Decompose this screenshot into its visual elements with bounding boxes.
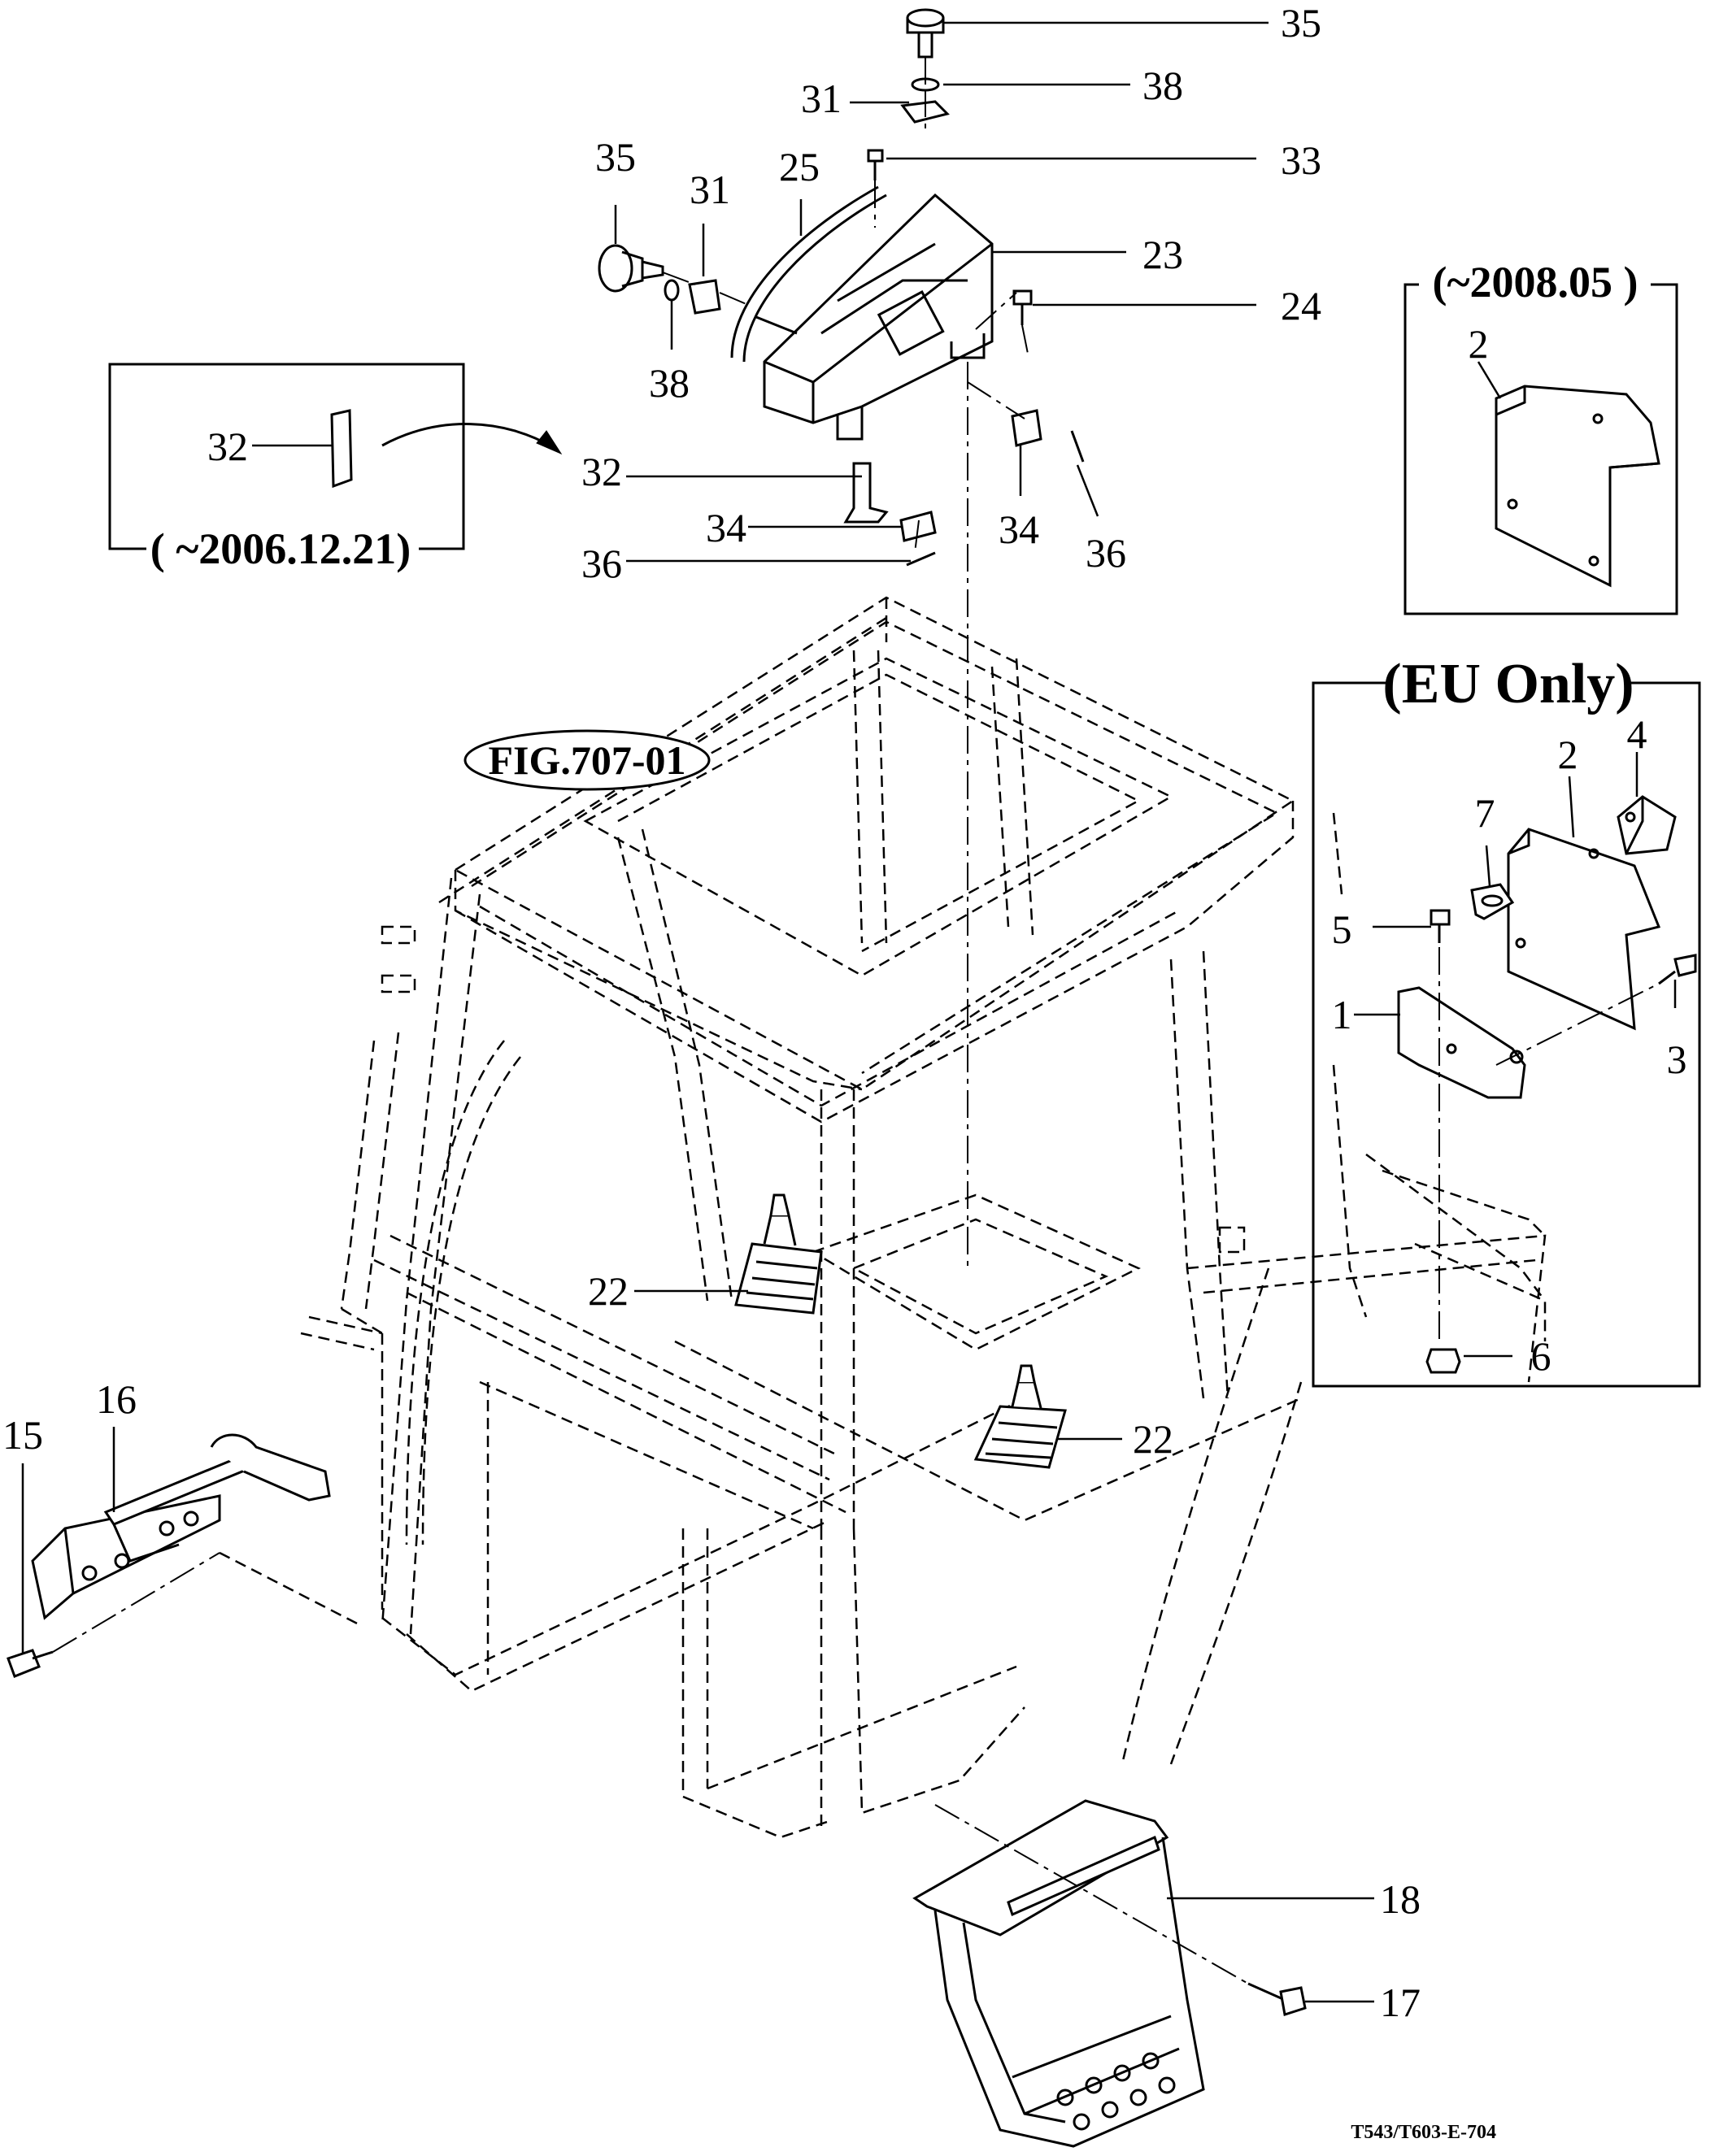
callout-4: 4 bbox=[1627, 711, 1647, 757]
callout-32: 32 bbox=[581, 449, 622, 494]
part-34-clip-right bbox=[1011, 409, 1042, 447]
callout-31-top: 31 bbox=[801, 76, 842, 121]
callout-22-left: 22 bbox=[588, 1268, 629, 1314]
callout-1: 1 bbox=[1332, 992, 1352, 1037]
part-23-rear-cover bbox=[763, 193, 994, 441]
drawing-code: T543/T603-E-704 bbox=[1351, 2122, 1496, 2143]
part-15-bolt bbox=[7, 1649, 54, 1678]
part-36-pin-right bbox=[1070, 430, 1085, 463]
callout-17: 17 bbox=[1380, 1980, 1421, 2025]
callout-6: 6 bbox=[1531, 1333, 1551, 1379]
assembly-line-17 bbox=[934, 1804, 1249, 1984]
part-25-seal-strip bbox=[730, 185, 887, 363]
callout-38-top: 38 bbox=[1142, 63, 1183, 108]
callout-35-left: 35 bbox=[595, 134, 636, 180]
part-24-bolt bbox=[1012, 289, 1033, 325]
part-35-knob-top bbox=[906, 8, 945, 59]
part-35-knob-left bbox=[598, 244, 664, 293]
part-3-bolt bbox=[1658, 954, 1697, 985]
figure-reference-badge: FIG.707-01 bbox=[463, 729, 711, 791]
part-18-step bbox=[912, 1799, 1205, 2148]
callout-numbers: 35 38 31 33 35 25 31 23 24 38 32 32 34 3… bbox=[2, 0, 1687, 2025]
callout-5: 5 bbox=[1332, 906, 1352, 952]
part-5-bolt bbox=[1430, 909, 1451, 943]
part-22-boot-right bbox=[973, 1364, 1067, 1469]
part-22-boot-left bbox=[734, 1193, 823, 1315]
callout-35-top: 35 bbox=[1281, 0, 1321, 46]
part-1-bracket bbox=[1397, 986, 1526, 1099]
callout-36-center: 36 bbox=[581, 541, 622, 586]
inset-box-2008-caption: (~2008.05 ) bbox=[1432, 258, 1638, 306]
inset-box-2008: (~2008.05 ) bbox=[1403, 258, 1678, 615]
callout-22-right: 22 bbox=[1133, 1416, 1173, 1462]
callout-15: 15 bbox=[2, 1412, 43, 1458]
part-33-screw bbox=[867, 149, 884, 180]
part-6-nut bbox=[1425, 1348, 1461, 1374]
part-2-cover-variant bbox=[1495, 385, 1660, 588]
callout-36-right: 36 bbox=[1086, 530, 1126, 576]
part-32-bracket-inset bbox=[330, 409, 353, 489]
assembly-line-15 bbox=[52, 1552, 220, 1653]
callout-33: 33 bbox=[1281, 137, 1321, 183]
assembly-center-lines bbox=[662, 57, 1029, 1268]
part-38-washer-left bbox=[664, 279, 680, 302]
assembly-line-16 bbox=[219, 1551, 363, 1628]
callout-38-left: 38 bbox=[649, 360, 690, 406]
inset-box-2006: ( ~2006.12.21) bbox=[108, 363, 465, 573]
callout-24: 24 bbox=[1281, 283, 1321, 328]
callout-31-left: 31 bbox=[690, 167, 730, 212]
part-4-lamp bbox=[1617, 795, 1677, 855]
inset-box-eu-caption: (EU Only) bbox=[1382, 653, 1634, 715]
callout-16: 16 bbox=[96, 1376, 137, 1422]
callout-7: 7 bbox=[1475, 790, 1495, 836]
callout-3: 3 bbox=[1667, 1037, 1687, 1082]
part-31-clip-left bbox=[688, 279, 721, 315]
callout-34-center: 34 bbox=[706, 505, 746, 550]
callout-32-inset: 32 bbox=[207, 424, 248, 469]
part-36-pin-center bbox=[906, 551, 936, 567]
inset-arrow bbox=[381, 423, 563, 455]
part-17-bolt bbox=[1247, 1982, 1307, 2016]
callout-18: 18 bbox=[1380, 1876, 1421, 1922]
figure-reference-text: FIG.707-01 bbox=[488, 737, 685, 783]
part-2-cover-eu bbox=[1507, 828, 1661, 1031]
callout-25: 25 bbox=[779, 144, 820, 189]
callout-2-eu: 2 bbox=[1558, 732, 1578, 777]
cab-frame-phantom bbox=[300, 596, 1547, 1839]
callout-23: 23 bbox=[1142, 232, 1183, 277]
callout-2-2008: 2 bbox=[1469, 321, 1489, 367]
part-16-step-bracket bbox=[31, 1433, 331, 1620]
inset-box-eu: (EU Only) bbox=[1312, 653, 1701, 1388]
part-7-clamp bbox=[1470, 883, 1515, 920]
leader-lines bbox=[21, 21, 1374, 2003]
inset-box-2006-caption: ( ~2006.12.21) bbox=[150, 524, 411, 573]
callout-34-right: 34 bbox=[999, 506, 1039, 552]
part-32-bracket bbox=[843, 462, 889, 524]
